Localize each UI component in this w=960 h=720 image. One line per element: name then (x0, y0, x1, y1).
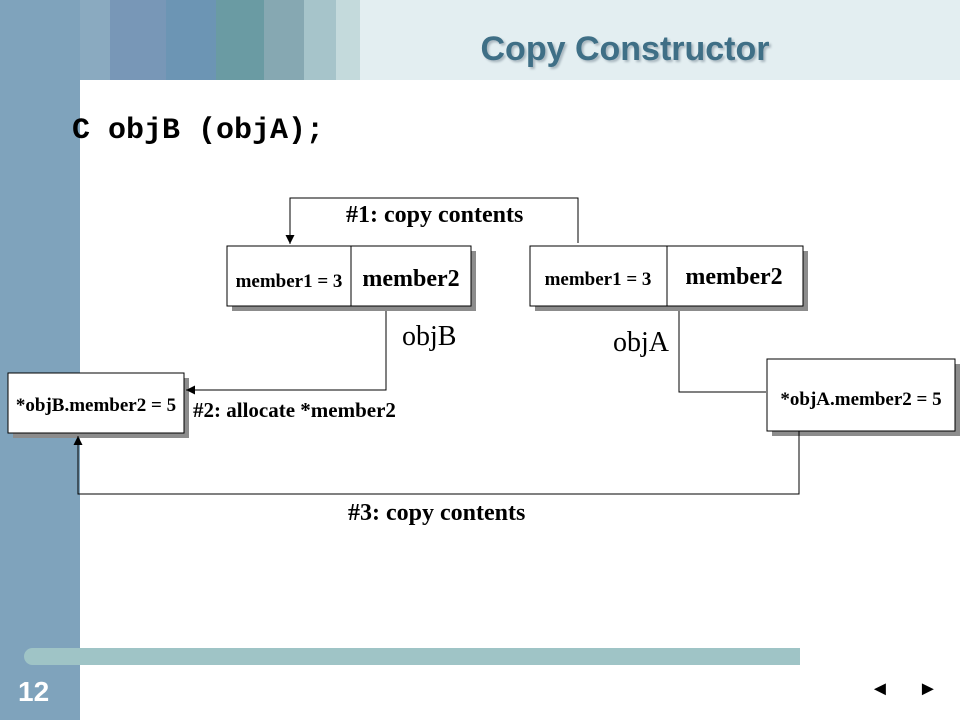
objA-heap-box: *objA.member2 = 5 (766, 358, 960, 436)
left-sidebar-band (0, 0, 80, 720)
objA-member2-text: member2 (685, 264, 782, 290)
objA-member1-text: member1 = 3 (545, 269, 652, 290)
slide-title: Copy Constructor (480, 30, 770, 68)
step1-label: #1: copy contents (346, 202, 523, 228)
objB-label: objB (402, 321, 456, 352)
step3-connector (73, 431, 800, 495)
header-stripe (304, 0, 336, 80)
objB-member1-cell: member1 = 3 (226, 245, 356, 311)
header-band (360, 0, 960, 80)
step3-label: #3: copy contents (348, 500, 525, 526)
header-stripe (80, 0, 110, 80)
objA-pointer-connector (678, 311, 766, 393)
step1-connector (285, 197, 579, 244)
header-stripe (110, 0, 166, 80)
header-stripe (166, 0, 216, 80)
previous-slide-button[interactable]: ◄ (870, 678, 890, 700)
header-stripe (336, 0, 360, 80)
objA-label: objA (613, 327, 670, 358)
objA-member2-cell: member2 (666, 245, 808, 311)
step2-connector (186, 311, 387, 395)
objA-heap-text: *objA.member2 = 5 (780, 389, 941, 410)
step2-label: #2: allocate *member2 (193, 398, 396, 422)
header-stripe (264, 0, 304, 80)
page-number: 12 (18, 676, 50, 707)
next-slide-button[interactable]: ► (918, 678, 938, 700)
code-statement: C objB (objA); (72, 114, 325, 148)
objB-member2-cell: member2 (350, 245, 476, 311)
objB-member1-text: member1 = 3 (236, 271, 343, 292)
footer-bar (24, 648, 800, 665)
objB-heap-text: *objB.member2 = 5 (16, 395, 176, 416)
objB-member2-text: member2 (362, 266, 459, 292)
header-stripe (216, 0, 264, 80)
objB-heap-box: *objB.member2 = 5 (7, 372, 189, 438)
objA-member1-cell: member1 = 3 (529, 245, 672, 311)
